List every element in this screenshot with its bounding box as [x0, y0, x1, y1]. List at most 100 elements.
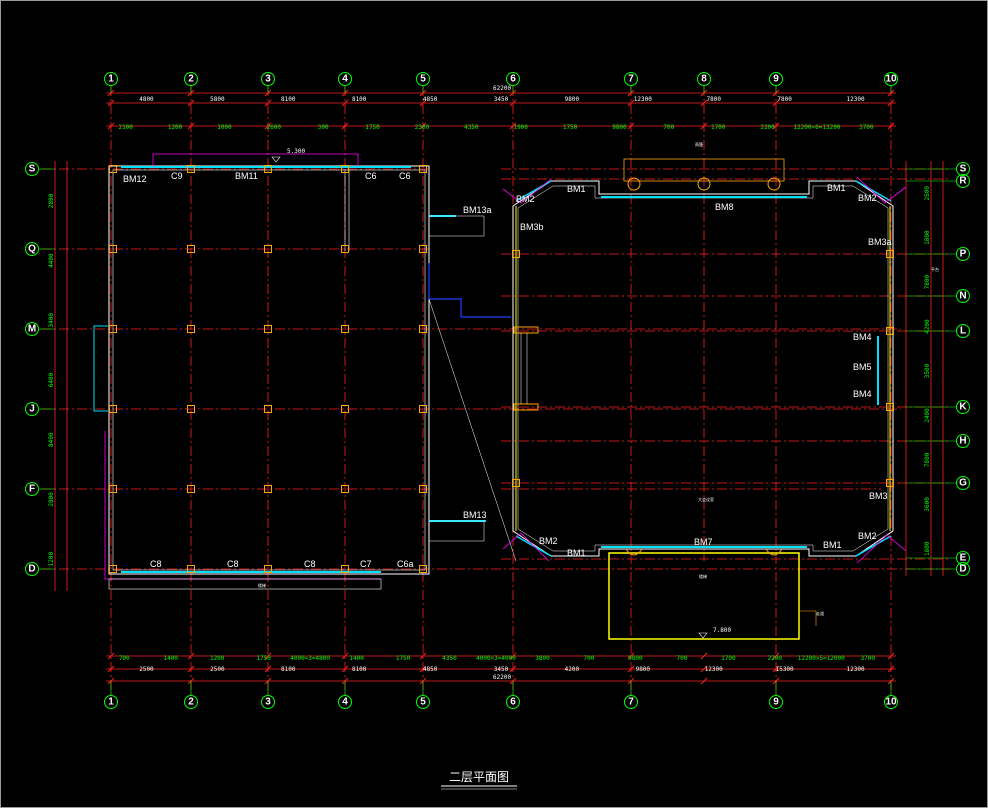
dim-right-col-2: 7800	[924, 275, 931, 290]
dim-bottom-row1-10: 700	[584, 655, 595, 662]
dim-bottom-row2-5: 3450	[494, 666, 509, 673]
dim-top-row1-5: 3450	[494, 96, 509, 103]
axis-bottom-bubble-6	[506, 695, 520, 709]
dim-left-col-1: 4400	[48, 253, 55, 268]
column	[187, 325, 195, 333]
axis-right-bubble-D	[956, 562, 970, 576]
corner-detail-bl	[502, 532, 550, 562]
axis-right-bubble-K	[956, 400, 970, 414]
label-bm3a: BM3a	[868, 237, 892, 247]
column	[419, 485, 427, 493]
dim-bottom-row1-8: 4000×3=4000	[476, 655, 516, 662]
dim-bottom-row1-16: 3700	[861, 655, 876, 662]
axis-right-label-H: H	[959, 436, 966, 447]
dim-top-row2-0: 2100	[118, 124, 133, 131]
left-wing	[93, 153, 517, 590]
corridor-edge	[428, 263, 511, 318]
dim-top-row1-10: 12300	[847, 96, 865, 103]
dim-bottom-row2-9: 15300	[776, 666, 794, 673]
column	[264, 565, 272, 573]
axis-bottom-bubble-1	[104, 695, 118, 709]
column	[187, 485, 195, 493]
label-bm13: BM13	[463, 510, 487, 520]
dim-bottom-row1-1: 1400	[163, 655, 178, 662]
axis-bottom-label-2: 2	[188, 697, 194, 708]
dim-left-col-4: 8400	[48, 432, 55, 447]
label-c6-2: C6	[399, 171, 411, 181]
dim-left-col-5: 2800	[48, 492, 55, 507]
corner-detail-tr	[856, 176, 907, 204]
dim-top-row2-2: 1000	[217, 124, 232, 131]
axis-right-label-D: D	[959, 564, 966, 575]
left-magenta-edge	[104, 431, 381, 580]
column	[109, 325, 117, 333]
label-bm13a: BM13a	[463, 205, 492, 215]
label-bm2-tr: BM2	[858, 193, 877, 203]
right-wing-inner-wall	[517, 185, 889, 552]
axis-right-bubble-G	[956, 476, 970, 490]
dim-top-row2-5: 1750	[365, 124, 380, 131]
dim-bottom-row2-2: 8100	[281, 666, 296, 673]
dim-bottom-row1-7: 4350	[442, 655, 457, 662]
column	[264, 325, 272, 333]
label-bm1-tr: BM1	[827, 183, 846, 193]
dim-top-row1-6: 9800	[565, 96, 580, 103]
column	[419, 405, 427, 413]
axis-right-label-P: P	[960, 249, 967, 260]
label-balcony: 走道	[816, 610, 824, 616]
corner-window-br	[855, 535, 892, 557]
axis-left-bubble-Q	[25, 242, 39, 256]
top-canopy-outline	[152, 153, 359, 166]
dim-bottom-row2-7: 9800	[636, 666, 651, 673]
axis-bottom-label-9: 9	[773, 697, 779, 708]
axis-top-label-6: 6	[510, 74, 516, 85]
dim-right-col-0: 2500	[924, 186, 931, 201]
drawing-title: 二层平面图	[449, 770, 509, 784]
axis-left-bubble-M	[25, 322, 39, 336]
axis-left-label-Q: Q	[28, 244, 36, 255]
label-c8-2: C8	[227, 559, 239, 569]
column	[886, 479, 894, 487]
dim-bottom-row1-3: 1750	[256, 655, 271, 662]
top-column-2	[697, 177, 711, 191]
axis-bottom-label-4: 4	[342, 697, 348, 708]
column	[187, 405, 195, 413]
axis-right-bubble-S	[956, 162, 970, 176]
dim-bottom-row2-1: 2500	[210, 666, 225, 673]
corner-detail-tl	[502, 178, 552, 204]
label-c9: C9	[171, 171, 183, 181]
corner-window-tr	[855, 180, 892, 202]
dim-top-row2-1: 1200	[168, 124, 183, 131]
axis-bottom-bubble-10	[884, 695, 898, 709]
axis-right-label-R: R	[959, 176, 967, 187]
grid-lines	[41, 86, 951, 696]
column	[341, 245, 349, 253]
axis-bottom-bubble-9	[769, 695, 783, 709]
right-columns	[512, 250, 894, 487]
label-bm4-top: BM4	[853, 332, 872, 342]
column	[109, 405, 117, 413]
dim-bottom-row1-6: 1750	[396, 655, 411, 662]
axis-top-bubble-7	[624, 72, 638, 86]
label-bm4-bottom: BM4	[853, 389, 872, 399]
dim-right-col-8: 1800	[924, 541, 931, 556]
elevation-marker-bottom	[698, 632, 708, 639]
axis-left-label-J: J	[29, 404, 35, 415]
bottom-bump-2	[765, 548, 783, 556]
left-columns	[109, 165, 427, 573]
axis-top-label-10: 10	[885, 74, 897, 85]
label-bm7: BM7	[694, 537, 713, 547]
axis-top-bubble-6	[506, 72, 520, 86]
elevation-marker-top	[271, 156, 281, 163]
axis-right-label-L: L	[960, 326, 966, 337]
label-bm5: BM5	[853, 362, 872, 372]
bm13-frame	[428, 520, 485, 542]
top-canopy	[623, 158, 785, 182]
column	[886, 250, 894, 258]
right-wing-outer-wall	[512, 180, 894, 557]
label-stair: 楼梯	[699, 573, 707, 579]
dim-bottom-row2-10: 12300	[847, 666, 865, 673]
axis-right-bubble-N	[956, 289, 970, 303]
